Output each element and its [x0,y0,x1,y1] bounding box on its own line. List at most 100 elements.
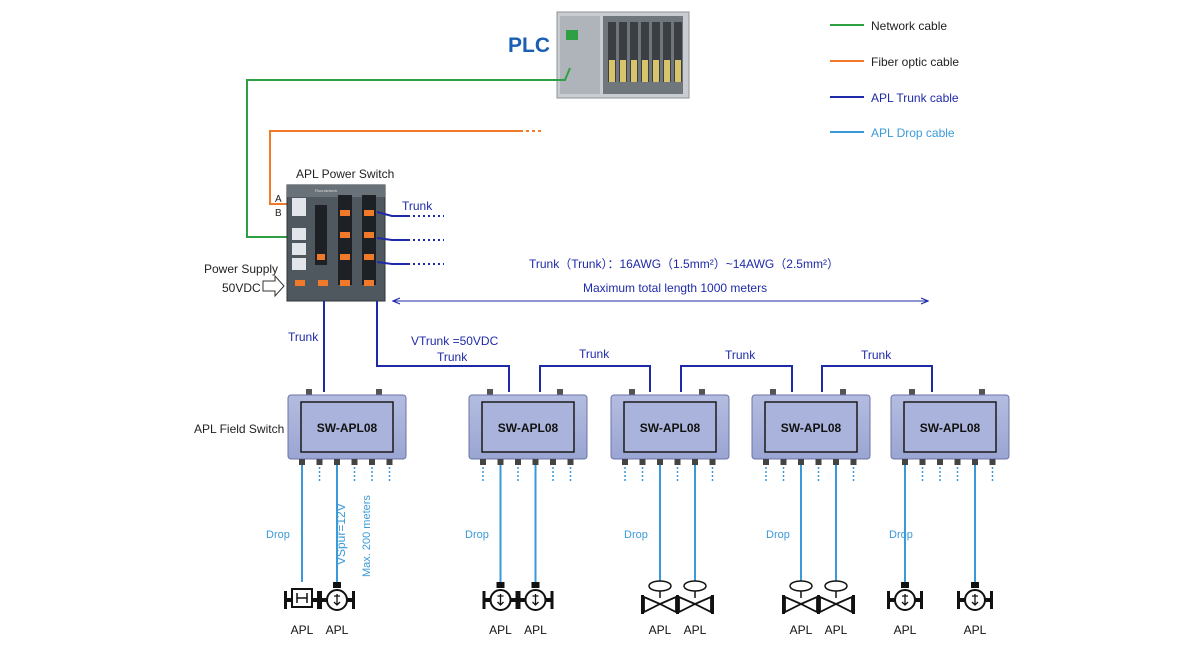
control-valve-icon [641,580,679,614]
trunk-main-label: Trunk [437,350,468,364]
field-switch-model: SW-APL08 [498,421,559,435]
switch-port [989,459,996,465]
field-switch-label: APL Field Switch [194,422,284,436]
flow-meter-icon [319,582,355,611]
control-valve-icon [676,580,714,614]
field-switch-model: SW-APL08 [640,421,701,435]
switch-port [369,459,375,465]
flow-transmitter-icon [284,588,320,609]
switch-port [622,459,628,465]
field-switch-1: SW-APL08 [287,389,407,465]
field-switch-model: SW-APL08 [317,421,378,435]
legend-label-drop: APL Drop cable [871,126,955,140]
apl-power-switch: Roundcheck [286,184,386,302]
device-label: APL [649,623,672,637]
field-switch-5: SW-APL08 [890,389,1010,465]
field-devices: APL APL APL APL APL APL APL APL APL APL [284,580,993,637]
switch-port [674,459,681,465]
drop-label-5: Drop [889,529,913,541]
field-switch-model: SW-APL08 [781,421,842,435]
drop-label-1: Drop [266,529,290,541]
drop-label-3: Drop [624,529,648,541]
switch-port [550,459,556,465]
port-b-label: B [275,208,282,219]
switch-port [850,459,857,465]
device-label: APL [790,623,813,637]
power-switch-brand: Roundcheck [315,188,337,193]
switch-port [316,459,323,465]
switch-port [657,459,663,465]
switch-port [299,459,305,465]
switch-port [497,459,504,465]
device-label: APL [326,623,349,637]
switch-port [798,459,804,465]
trunk-between-label-1: Trunk [579,347,610,361]
vspur-label: VSpur=12V [334,503,348,565]
switch-port [763,459,769,465]
switch-port [567,459,574,465]
drop-cables [301,465,994,582]
switch-port [480,459,486,465]
switch-port [532,459,539,465]
drop-label-4: Drop [766,529,790,541]
switch-port [833,459,839,465]
control-valve-icon [782,580,820,614]
switch-port [780,459,787,465]
device-label: APL [684,623,707,637]
switch-port [386,459,393,465]
device-label: APL [291,623,314,637]
device-label: APL [825,623,848,637]
switch-trunk-label: Trunk [402,199,433,213]
port-a-label: A [275,194,282,205]
trunk-between-label-3: Trunk [861,348,892,362]
field-switch-3: SW-APL08 [610,389,730,465]
legend-label-network: Network cable [871,19,947,33]
flow-meter-icon [517,582,554,611]
power-arrow-icon [262,274,285,298]
network-cable [246,67,571,238]
switch-trunk-outputs [376,211,444,265]
power-voltage-label: 50VDC [222,281,261,295]
vtrunk-label: VTrunk =50VDC [411,334,499,348]
legend: Network cable Fiber optic cable APL Trun… [830,19,959,140]
field-switch-4: SW-APL08 [751,389,871,465]
control-valve-icon [817,580,855,614]
switch-port [709,459,716,465]
switch-port [919,459,926,465]
power-supply-label: Power Supply [204,262,278,276]
trunk-left-label: Trunk [288,330,319,344]
switch-port [937,459,943,465]
field-switch-model: SW-APL08 [920,421,981,435]
legend-label-fiber: Fiber optic cable [871,55,959,69]
switch-port [902,459,908,465]
device-label: APL [489,623,512,637]
switch-port [334,459,340,465]
trunk-cables [323,301,933,392]
switch-port [351,459,358,465]
flow-meter-icon [887,582,923,611]
switch-port [815,459,822,465]
switch-port [954,459,961,465]
trunk-spec-line2: Maximum total length 1000 meters [583,281,767,295]
power-switch-title: APL Power Switch [296,167,394,181]
max-length-drop-label: Max. 200 meters [361,495,373,577]
device-label: APL [524,623,547,637]
device-label: APL [964,623,987,637]
field-switch-2: SW-APL08 [468,389,588,465]
flow-meter-icon [957,582,993,611]
plc-label: PLC [508,34,550,57]
legend-label-trunk: APL Trunk cable [871,91,959,105]
plc-rack [556,11,690,99]
switch-port [639,459,646,465]
switch-port [692,459,698,465]
trunk-spec-line1: Trunk（Trunk）：16AWG（1.5mm²）~14AWG（2.5mm²） [529,257,839,271]
field-switches: SW-APL08 SW-APL08 SW-APL08 SW-APL08 SW-APL08 [287,389,1010,465]
drop-label-2: Drop [465,529,489,541]
fiber-cable [269,130,520,205]
switch-port [515,459,521,465]
trunk-between-label-2: Trunk [725,348,756,362]
device-label: APL [894,623,917,637]
switch-port [972,459,978,465]
flow-meter-icon [482,582,519,611]
